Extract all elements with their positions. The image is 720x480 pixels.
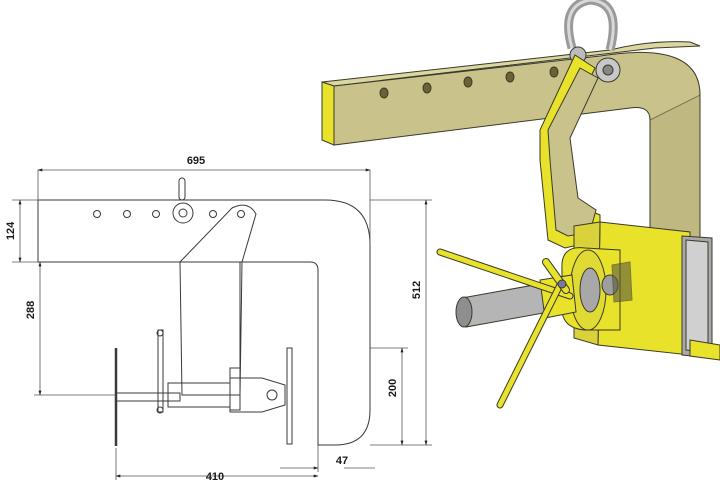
beam-top-face <box>321 41 701 87</box>
beam-front-face <box>333 51 701 246</box>
dimension-lines <box>12 168 432 480</box>
beam-hole <box>379 87 389 99</box>
dim-throat-depth: 288 <box>25 301 37 319</box>
c-frame-outline <box>37 199 371 446</box>
isometric-render <box>321 0 720 409</box>
shackle-bore <box>178 208 188 218</box>
beam-hole <box>463 76 473 88</box>
screw-rod <box>461 282 550 328</box>
adjust-hole <box>152 210 160 218</box>
dim-arm-height: 124 <box>5 221 17 240</box>
tommy-bar <box>157 329 164 413</box>
dim-jaw-thickness: 47 <box>336 455 348 467</box>
dim-lower-jaw-height: 200 <box>387 379 399 397</box>
beam-hole <box>549 66 559 78</box>
jaw-pad-right <box>286 347 293 445</box>
beam-hole <box>422 82 432 94</box>
dim-overall-height: 512 <box>411 281 423 299</box>
shackle-pin <box>178 177 186 201</box>
adjust-hole <box>209 210 217 218</box>
dim-jaw-opening: 410 <box>206 471 224 480</box>
adjust-hole <box>123 210 131 218</box>
screw-shaft <box>115 392 181 402</box>
screw-end <box>455 296 473 328</box>
adjust-hole <box>93 210 101 218</box>
screw-nut <box>229 377 286 413</box>
orthographic-drawing <box>37 177 371 446</box>
dim-overall-width: 695 <box>187 155 205 167</box>
hanger-plate <box>179 204 257 396</box>
shackle-eye <box>172 202 194 224</box>
beam-hole <box>505 71 515 83</box>
adjust-hole <box>237 210 245 218</box>
frame-leg <box>649 94 701 246</box>
beam-end-edge <box>321 81 335 146</box>
